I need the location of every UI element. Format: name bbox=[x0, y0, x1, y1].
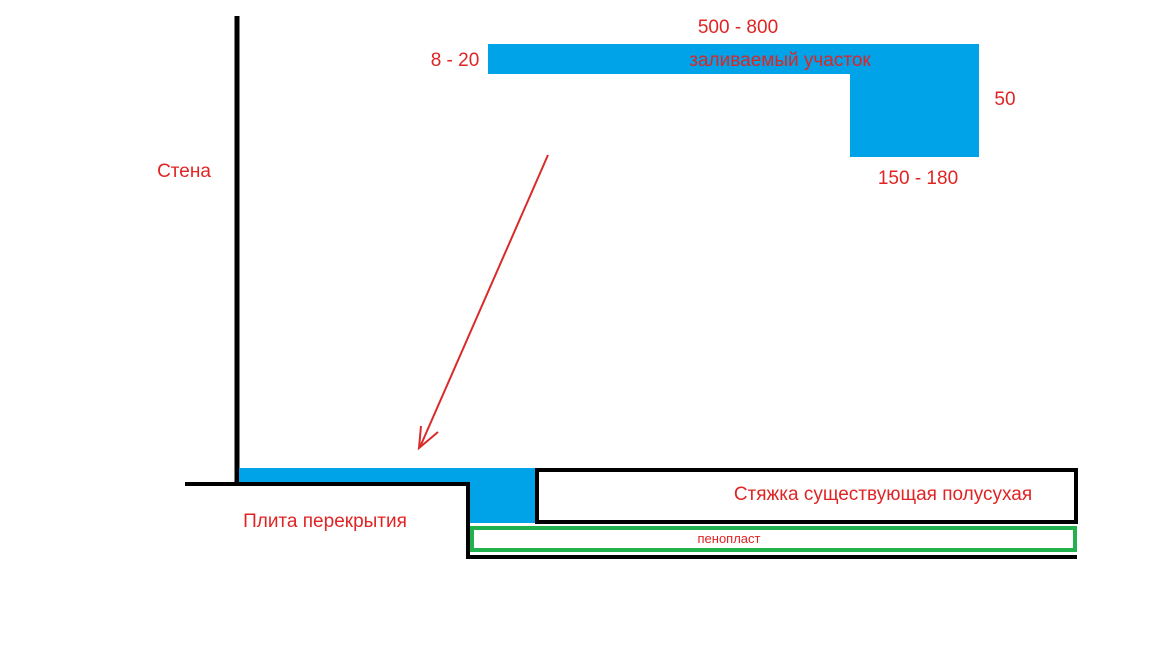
wall-label: Стена bbox=[157, 161, 211, 182]
slab-label: Плита перекрытия bbox=[243, 511, 407, 532]
dim-left-label: 8 - 20 bbox=[431, 50, 480, 71]
foam-label: пенопласт bbox=[698, 531, 761, 546]
foam-layer bbox=[470, 526, 1077, 552]
pour-detail-block bbox=[850, 44, 979, 157]
arrow-icon bbox=[419, 154, 549, 448]
dim-bottom-label: 150 - 180 bbox=[878, 168, 958, 189]
pour-area-label: заливаемый участок bbox=[689, 50, 871, 71]
pour-block-floor bbox=[470, 468, 535, 523]
dim-top-label: 500 - 800 bbox=[698, 17, 778, 38]
pour-strip-floor bbox=[239, 468, 535, 482]
screed-label: Стяжка существующая полусухая bbox=[734, 484, 1032, 505]
screed-box bbox=[535, 468, 1078, 524]
arrow-head-icon bbox=[417, 425, 439, 451]
dim-right-label: 50 bbox=[994, 89, 1015, 110]
